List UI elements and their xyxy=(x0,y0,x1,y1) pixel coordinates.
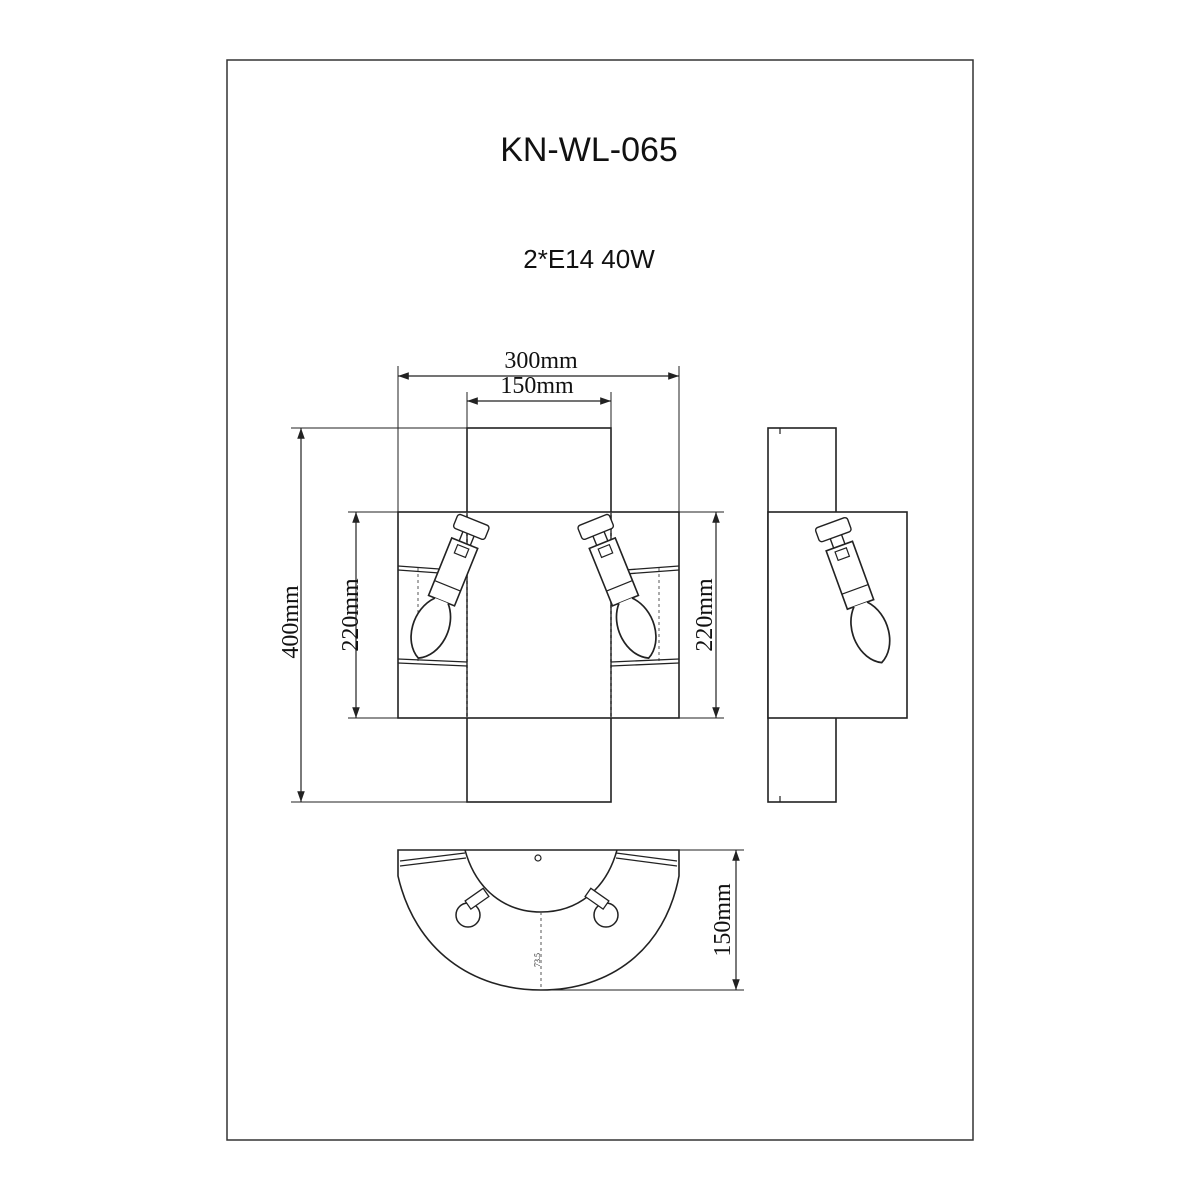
top-right-lamp-icon xyxy=(584,887,619,928)
dim-depth: 150mm xyxy=(710,883,736,957)
top-shade-outline xyxy=(397,849,680,991)
front-shade xyxy=(397,511,680,719)
mounting-hole xyxy=(534,854,542,862)
dim-small-label: 73.5 xyxy=(533,953,542,967)
side-shade xyxy=(767,511,908,719)
top-dimensions: 150mm xyxy=(541,849,744,991)
dim-overall-width: 300mm xyxy=(504,348,578,374)
front-dimensions: 300mm 150mm 400mm 220mm 220mm xyxy=(278,348,724,803)
top-left-lamp-icon xyxy=(455,887,490,928)
front-view xyxy=(397,427,680,803)
dim-overall-height: 400mm xyxy=(278,585,304,659)
spec-label: 2*E14 40W xyxy=(523,244,655,274)
side-view xyxy=(767,427,908,803)
dim-backplate-width: 150mm xyxy=(500,373,574,399)
dim-shade-height-left: 220mm xyxy=(338,578,364,652)
top-view: 73.5 xyxy=(397,849,680,991)
drawing-border xyxy=(226,59,974,1141)
model-title: KN-WL-065 xyxy=(500,131,678,169)
front-backplate xyxy=(466,427,612,803)
dim-shade-height-right: 220mm xyxy=(692,578,718,652)
